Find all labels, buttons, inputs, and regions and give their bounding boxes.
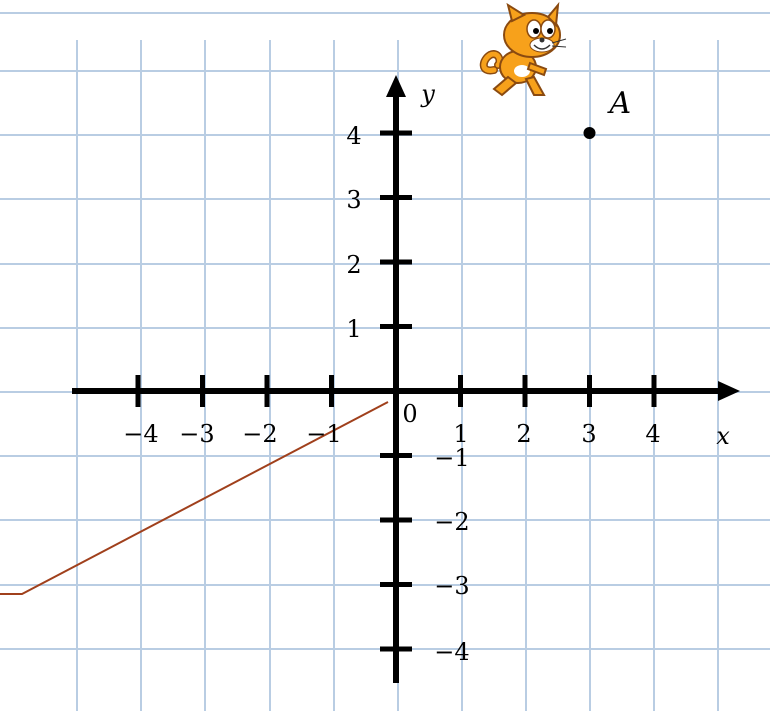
y-axis-arrowhead <box>386 75 406 97</box>
y-tick-label: −3 <box>434 572 469 600</box>
y-tick-label: 1 <box>346 315 361 343</box>
grid-lines <box>0 12 770 711</box>
cat-pupil-left <box>533 28 539 34</box>
cat-pupil-right <box>547 28 553 34</box>
x-tick-label: −1 <box>306 420 341 448</box>
y-tick-label: −1 <box>434 444 469 472</box>
cat-ear-left <box>506 2 527 23</box>
y-tick-label: −2 <box>434 508 469 536</box>
x-axis-arrowhead <box>718 381 740 401</box>
y-tick-label: 2 <box>346 251 361 279</box>
axis-ticks <box>135 130 657 652</box>
cat-whisker <box>551 38 567 44</box>
y-tick-labels: 4 3 2 1 −1 −2 −3 −4 <box>346 122 469 666</box>
cat-back-leg <box>492 75 518 97</box>
scratch-cat-icon <box>479 1 567 97</box>
cat-tail-fill <box>481 51 503 73</box>
y-axis-label: y <box>420 80 435 108</box>
y-tick-label: −4 <box>434 638 469 666</box>
cat-nose <box>539 37 545 43</box>
origin-label: 0 <box>402 400 417 428</box>
x-tick-label: 4 <box>645 420 660 448</box>
y-tick-label: 3 <box>346 186 361 214</box>
x-tick-label: 2 <box>516 420 531 448</box>
cat-belly <box>514 65 530 77</box>
x-axis-label: x <box>716 422 730 450</box>
pointer-line <box>0 401 389 595</box>
x-tick-label: −2 <box>242 420 277 448</box>
cat-whisker <box>551 45 567 48</box>
x-tick-label: 1 <box>453 420 468 448</box>
x-tick-labels: −4 −3 −2 −1 1 2 3 4 <box>123 420 660 448</box>
cat-mouth <box>533 44 551 50</box>
x-tick-label: −4 <box>123 420 158 448</box>
point-a-marker <box>583 127 596 139</box>
x-tick-label: −3 <box>179 420 214 448</box>
cat-arm <box>526 61 548 77</box>
x-tick-label: 3 <box>581 420 596 448</box>
point-a-label: A <box>607 86 632 121</box>
y-tick-label: 4 <box>346 122 361 150</box>
cat-front-leg <box>524 75 546 96</box>
